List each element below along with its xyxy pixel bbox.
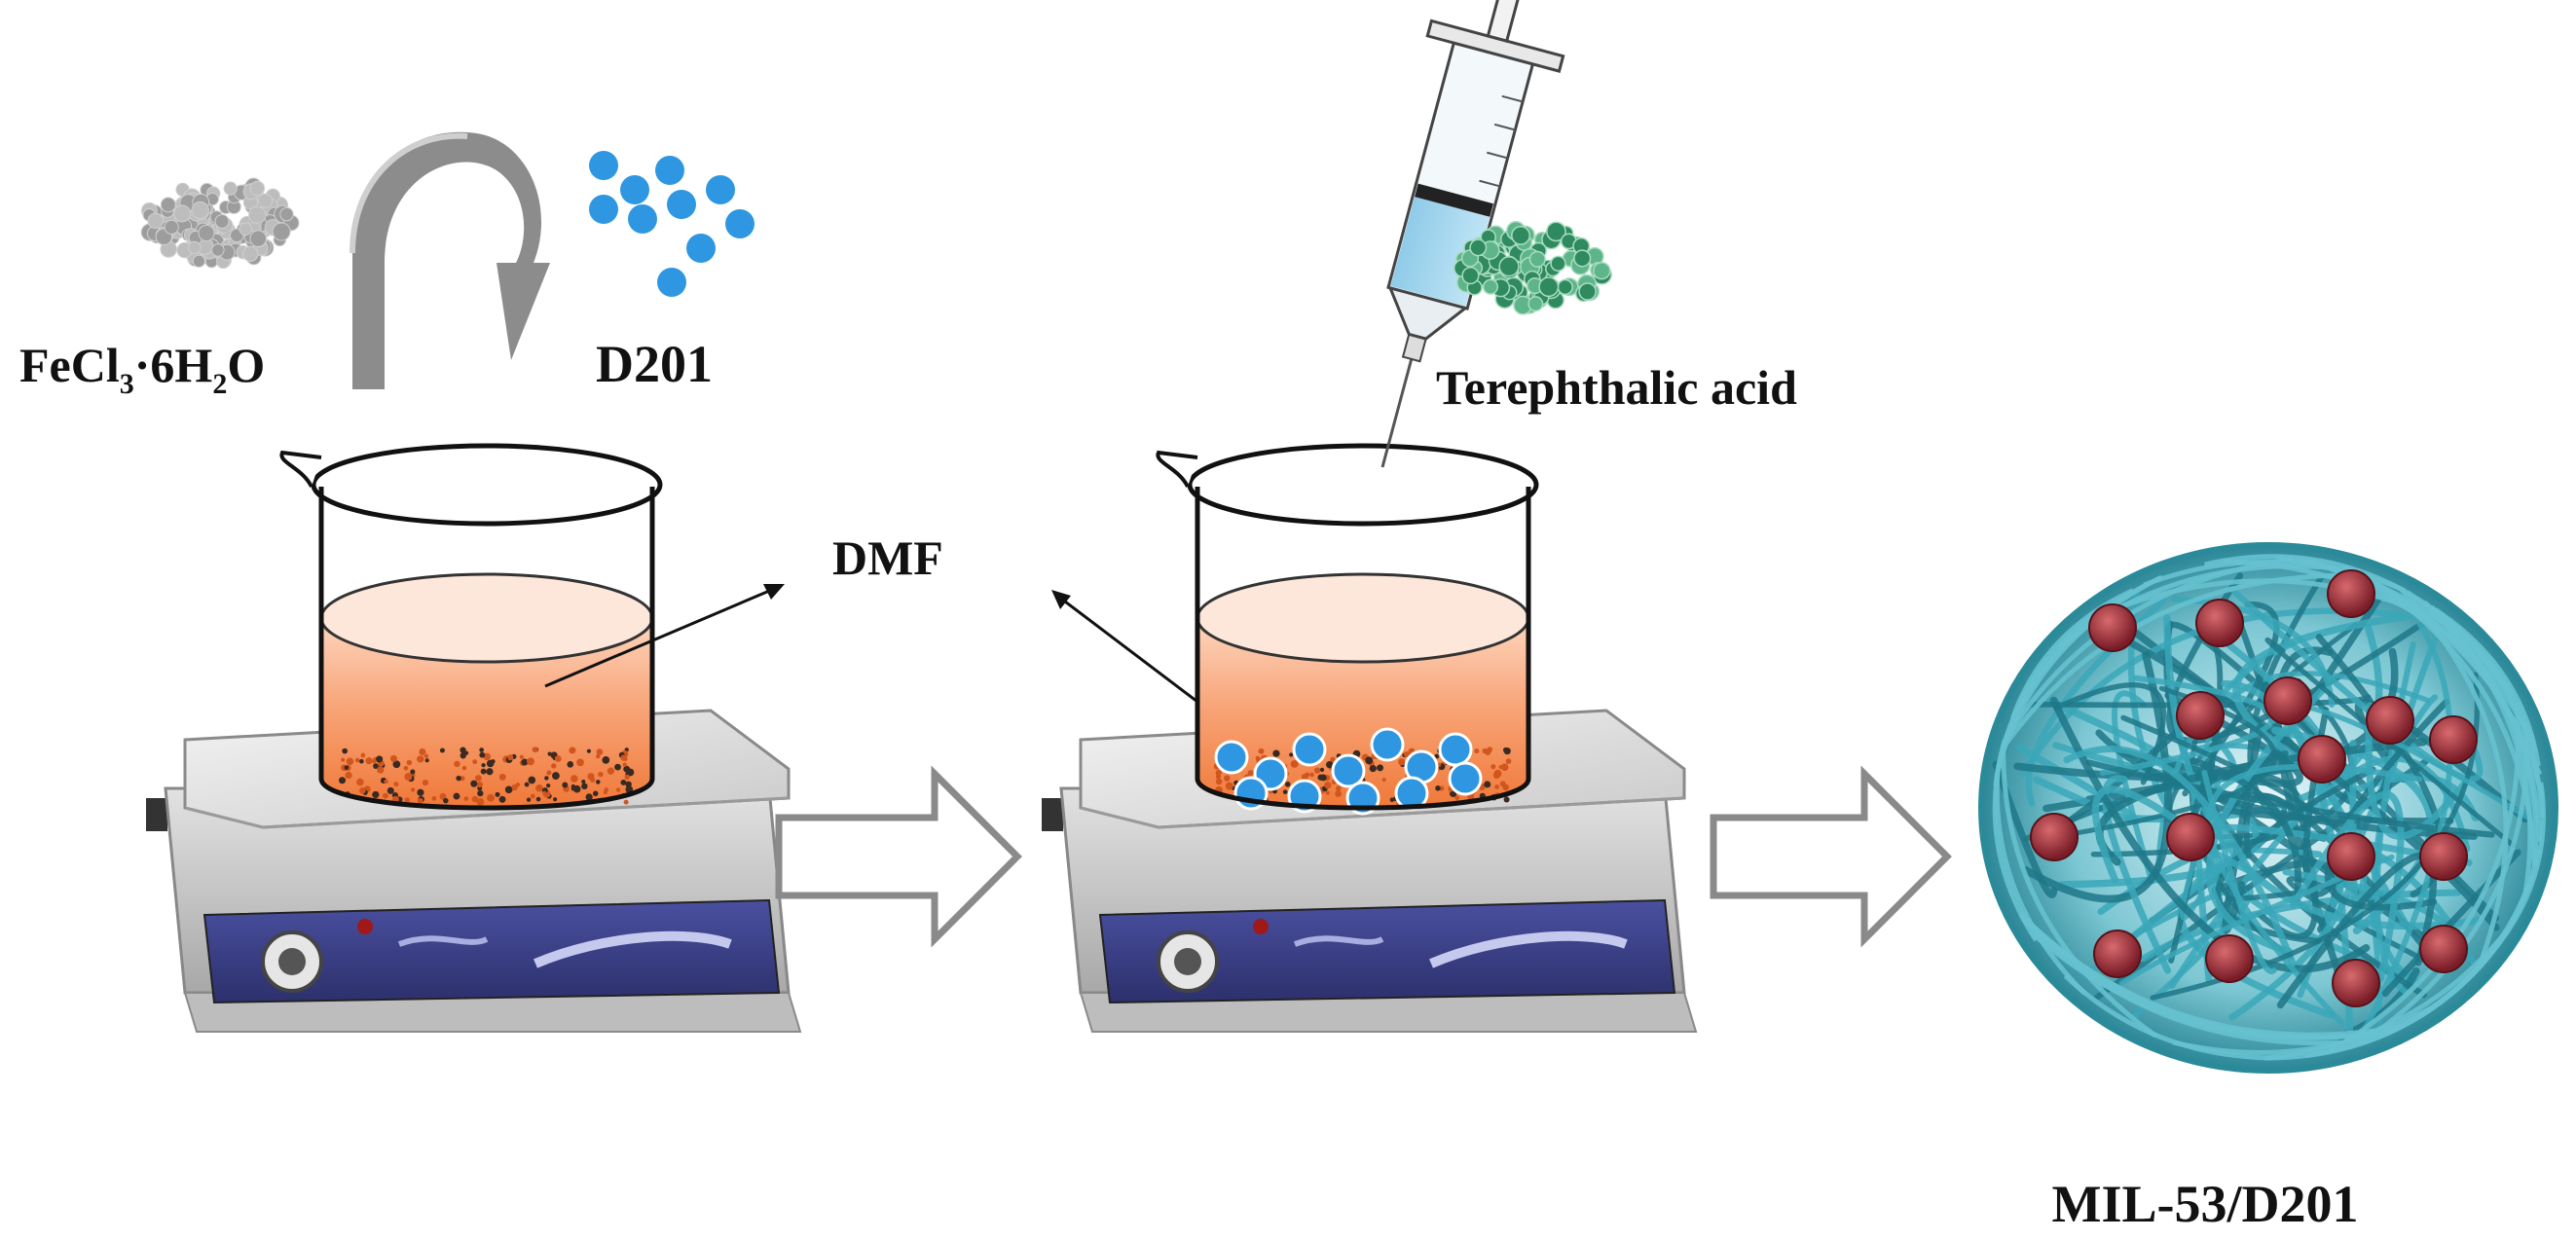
- iron-chloride-particles-icon: [140, 177, 300, 270]
- syringe-icon: [1380, 0, 1565, 468]
- terephthalic-acid-particles-icon: [1453, 221, 1612, 315]
- fiber-network: [1992, 554, 2546, 1061]
- curved-arrow-icon: [350, 131, 550, 389]
- beaker-icon-2: [1156, 443, 1539, 816]
- d201-particles-icon: [589, 151, 754, 297]
- hollow-arrow-icon-1: [775, 765, 1022, 948]
- d201-label: D201: [596, 335, 713, 393]
- terephthalic-acid-label: Terephthalic acid: [1436, 360, 1797, 415]
- product-label: MIL-53/D201: [2052, 1175, 2359, 1233]
- orange-sediment: [338, 747, 635, 806]
- hollow-arrow-icon-2: [1710, 765, 1952, 948]
- hotplate-control-panel: [1098, 898, 1676, 1004]
- iron-nodes: [2030, 569, 2478, 1007]
- mof-sphere-icon: [1978, 542, 2558, 1074]
- hotplate-stirrer-icon-1: [146, 709, 802, 1033]
- beaker-icon-1: [279, 443, 663, 811]
- dmf-label: DMF: [832, 530, 943, 585]
- hotplate-control-panel: [202, 898, 781, 1004]
- fecl3-label: FeCl3·6H2O: [19, 338, 265, 400]
